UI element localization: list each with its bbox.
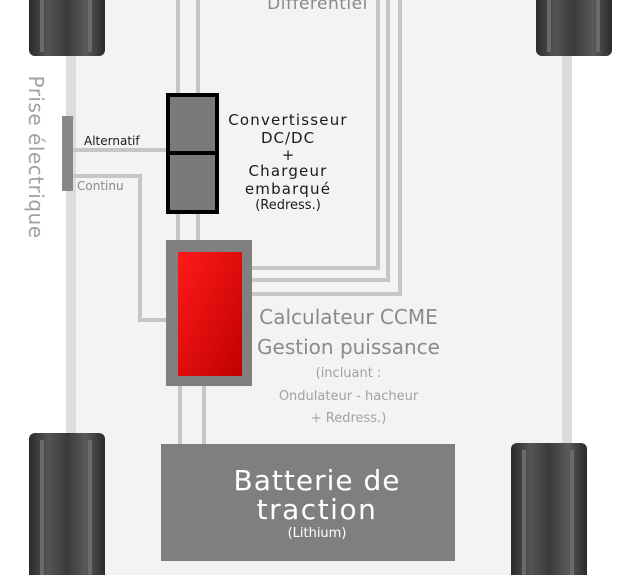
continu-label: Continu <box>77 179 124 193</box>
calculator-note-2: Ondulateur - hacheur <box>278 389 419 404</box>
calculator-label-2: Gestion puissance <box>257 335 440 359</box>
plug-connector <box>62 116 73 191</box>
battery-label-2: traction <box>256 493 378 526</box>
converter-label-1: Convertisseur <box>228 111 348 129</box>
battery-label-3: (Lithium) <box>287 526 347 541</box>
plus-label: + <box>281 146 295 164</box>
charger-label-3: (Redress.) <box>255 198 321 213</box>
plug-label: Prise électrique <box>24 75 48 239</box>
right-rail <box>562 0 572 575</box>
calculator-label-1: Calculateur CCME <box>259 305 438 329</box>
wheel-front-left <box>29 0 105 56</box>
wiring <box>72 0 402 445</box>
left-rail <box>66 0 76 575</box>
differential-label: Différentiel <box>267 0 368 14</box>
calculator-note-3: + Redress.) <box>310 411 387 426</box>
converter-charger-box <box>166 93 219 214</box>
calculator-box <box>166 240 252 386</box>
calculator-note-1: (incluant : <box>315 366 382 381</box>
converter-label-2: DC/DC <box>260 129 316 147</box>
charger-label-2: embarqué <box>244 180 332 198</box>
battery-label-1: Batterie de <box>233 464 401 497</box>
battery-box <box>161 444 455 561</box>
wheel-rear-right <box>511 443 587 575</box>
charger-label-1: Chargeur <box>248 162 328 180</box>
wheel-front-right <box>536 0 612 56</box>
wheel-rear-left <box>29 433 105 575</box>
alternatif-label: Alternatif <box>84 134 140 148</box>
